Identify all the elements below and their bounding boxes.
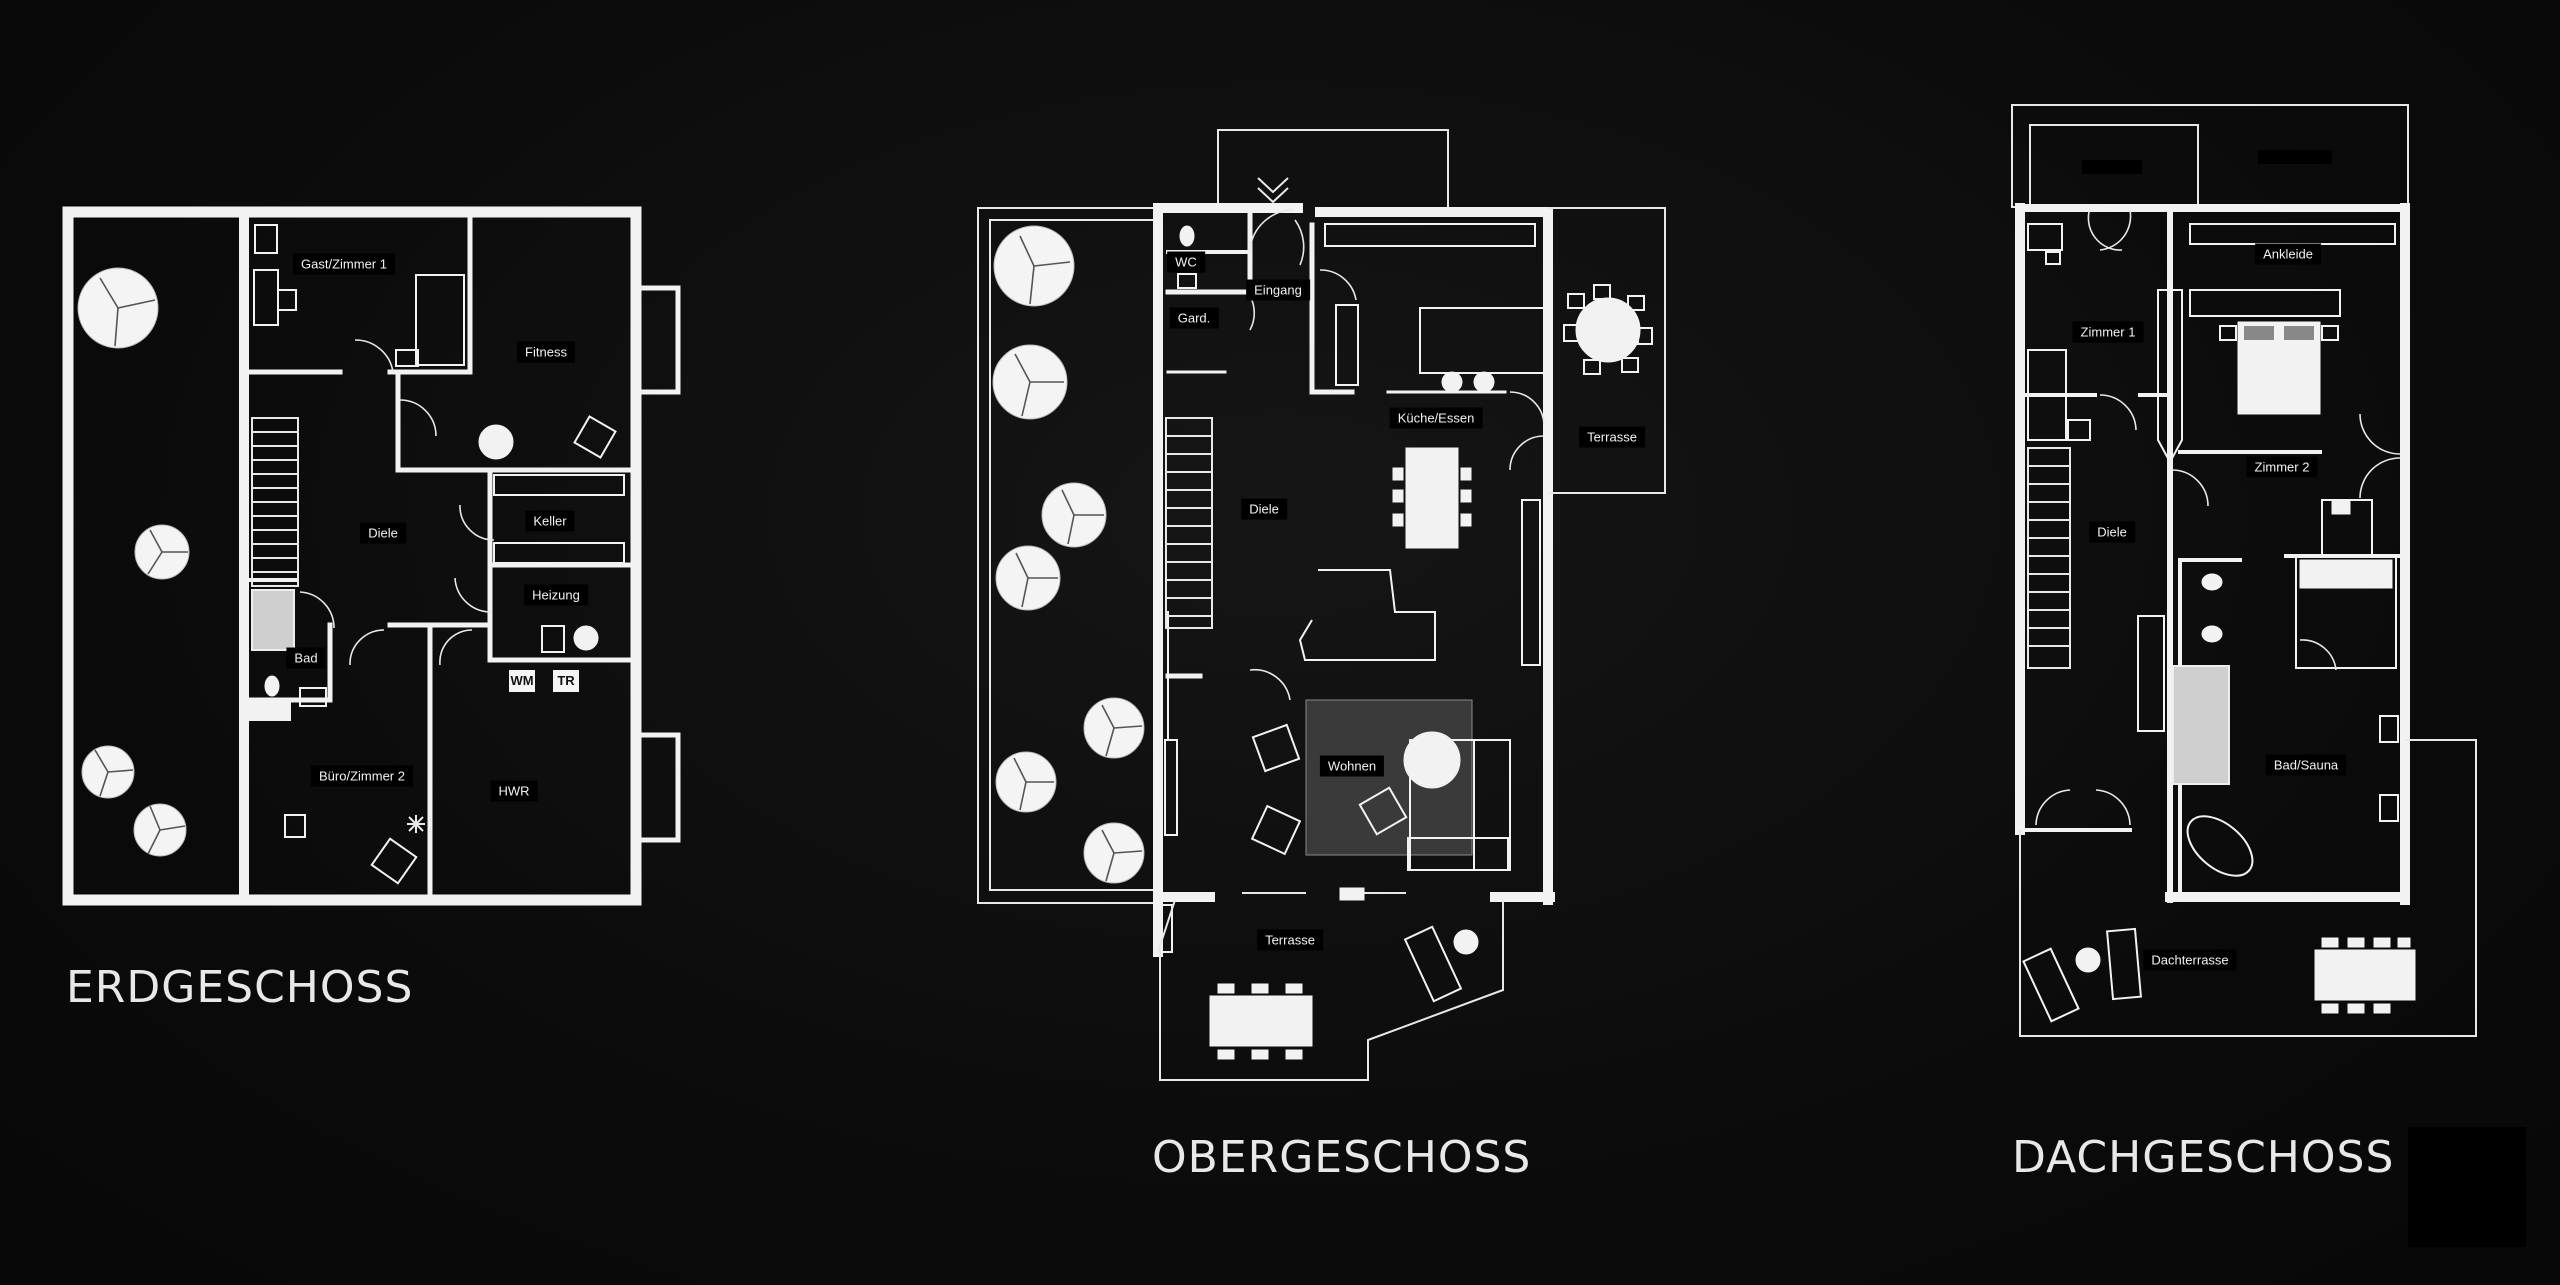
- room-label-dachterrasse: Dachterrasse: [2143, 949, 2237, 971]
- room-label-eingang: Eingang: [1246, 279, 1310, 301]
- room-label-diele-eg: Diele: [360, 522, 406, 544]
- room-label-hwr: HWR: [490, 780, 538, 802]
- dachgeschoss-plan: [2011, 104, 2477, 1037]
- room-label-zimmer-1-dg: Zimmer 1: [2072, 321, 2144, 343]
- floor-title-dachgeschoss: DACHGESCHOSS: [2012, 1132, 2395, 1183]
- room-label-terrasse-og-bottom: Terrasse: [1257, 929, 1323, 951]
- corner-black-square: [2408, 1127, 2526, 1247]
- room-label-garderobe: Gard.: [1169, 307, 1219, 329]
- room-label-gast-zimmer-1: Gast/Zimmer 1: [293, 253, 395, 275]
- room-label-diele-dg: Diele: [2089, 521, 2135, 543]
- room-label-keller: Keller: [525, 510, 575, 532]
- room-label-fitness: Fitness: [517, 341, 575, 363]
- floor-title-erdgeschoss: ERDGESCHOSS: [66, 962, 414, 1013]
- room-label-kueche-essen: Küche/Essen: [1389, 407, 1483, 429]
- room-label-wohnen: Wohnen: [1319, 755, 1385, 777]
- room-label-diele-og: Diele: [1241, 498, 1287, 520]
- erdgeschoss-plan: [62, 206, 681, 906]
- appliance-dryer: TR: [553, 670, 579, 692]
- appliance-washing-machine: WM: [509, 670, 535, 692]
- room-label-buero-zimmer-2: Büro/Zimmer 2: [311, 765, 413, 787]
- room-label-heizung: Heizung: [524, 584, 588, 606]
- room-label-bad-sauna: Bad/Sauna: [2265, 754, 2347, 776]
- room-label-bad-eg: Bad: [286, 647, 326, 669]
- room-label-ankleide: Ankleide: [2255, 243, 2321, 265]
- room-label-wc: WC: [1167, 251, 1205, 273]
- floor-title-obergeschoss: OBERGESCHOSS: [1152, 1132, 1532, 1183]
- obergeschoss-plan: [977, 129, 1666, 1081]
- room-label-zimmer-2-dg: Zimmer 2: [2246, 456, 2318, 478]
- room-label-terrasse-og-right: Terrasse: [1579, 426, 1645, 448]
